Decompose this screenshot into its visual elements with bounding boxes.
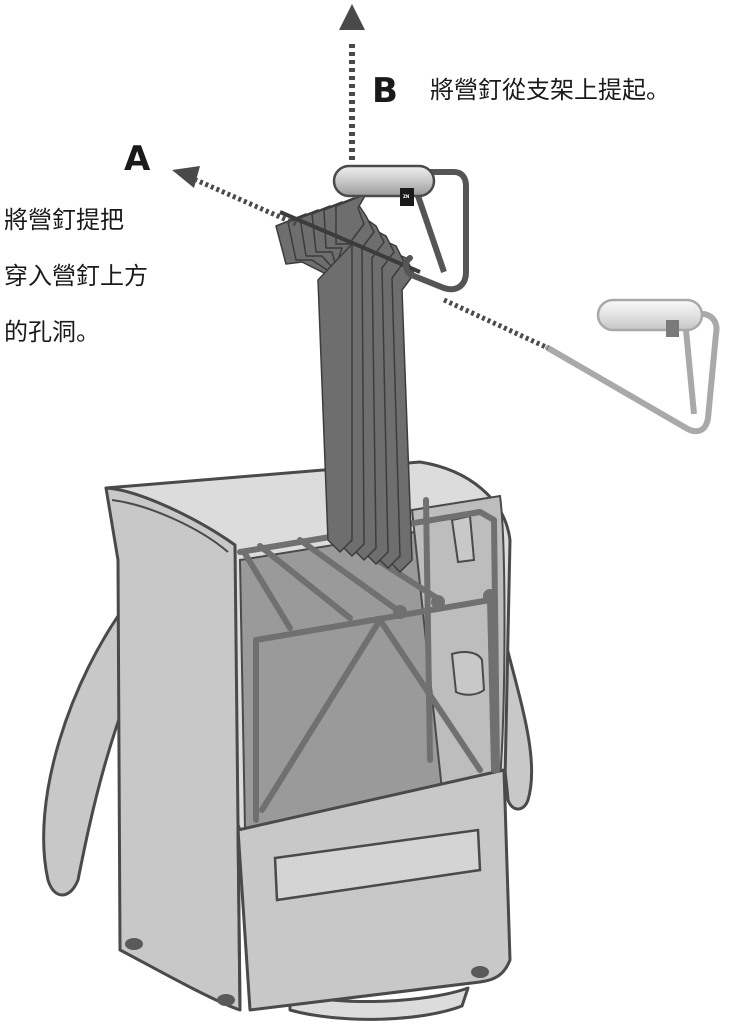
label-a: A xyxy=(124,139,151,179)
arrow-a xyxy=(172,166,298,227)
front-label-window xyxy=(273,828,482,902)
handle-grip xyxy=(332,164,436,198)
label-b: B xyxy=(372,71,398,111)
left-wheel xyxy=(125,938,143,950)
bag-front-edge xyxy=(236,829,242,1011)
caption-a-line-2: 穿入營釘上方 xyxy=(4,262,148,290)
caption-a-line-3: 的孔洞。 xyxy=(4,318,100,346)
bottom-strap xyxy=(288,986,470,1021)
ghost-brand-tag xyxy=(666,320,679,337)
tent-pegs xyxy=(275,193,421,573)
side-pocket xyxy=(450,651,486,696)
arrow-a-extension xyxy=(442,297,550,351)
brand-tag-text: ZN xyxy=(403,194,409,199)
bag-left-panel xyxy=(104,486,242,1012)
peg-handle: ZN xyxy=(332,164,469,293)
peg-handle-ghost xyxy=(545,298,720,435)
caption-b: 將營釘從支架上提起。 xyxy=(430,76,670,104)
brand-tag xyxy=(400,188,414,206)
ghost-handle-grip xyxy=(596,298,704,332)
right-wheel xyxy=(471,966,489,978)
arrow-b xyxy=(339,4,365,160)
caption-a-line-1: 將營釘提把 xyxy=(4,206,124,234)
bag-front-panel xyxy=(236,768,512,1012)
bag-left-rim xyxy=(111,499,229,553)
front-wheel xyxy=(217,994,235,1006)
